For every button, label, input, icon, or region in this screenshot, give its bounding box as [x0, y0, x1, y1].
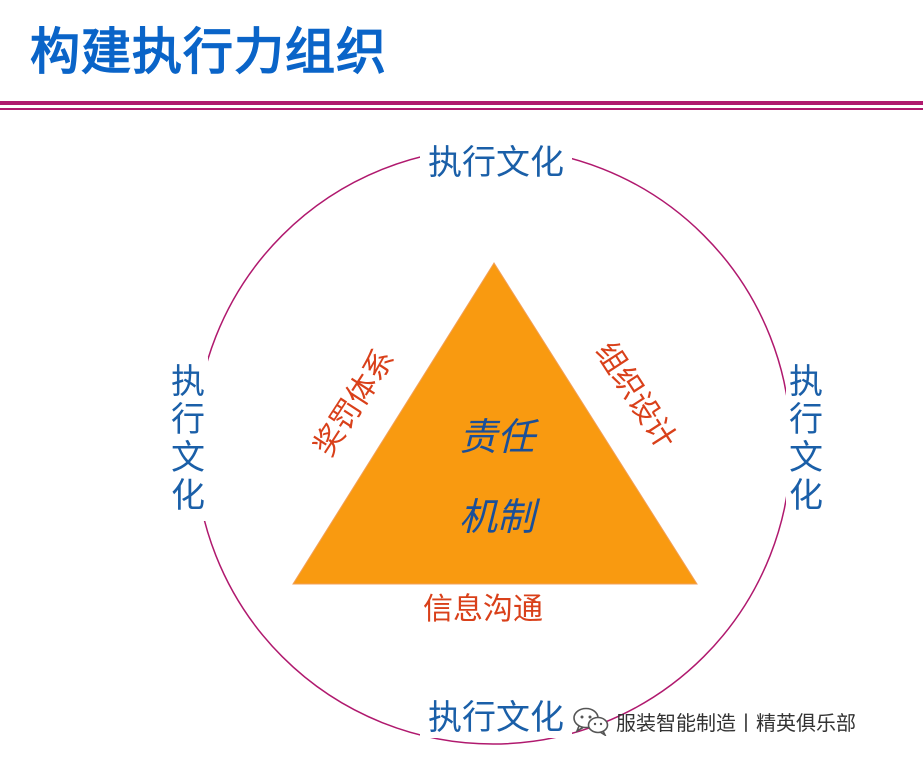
culture-label-left: 执 行 文 化: [168, 357, 208, 521]
culture-char: 化: [171, 476, 205, 516]
culture-char: 执: [171, 362, 205, 402]
watermark-text: 服装智能制造丨精英俱乐部: [616, 710, 856, 735]
culture-char: 执: [789, 362, 823, 402]
side-label-communication: 信息沟通: [423, 592, 543, 627]
culture-label-bottom: 执行文化: [420, 698, 572, 738]
title-divider-bottom: [0, 108, 923, 110]
responsibility-triangle: [292, 262, 698, 585]
core-label-line1: 责任: [459, 415, 536, 459]
core-label-line2: 机制: [459, 495, 536, 539]
culture-char: 文: [789, 438, 823, 478]
slide-title: 构建执行力组织: [30, 23, 387, 81]
culture-char: 文: [171, 438, 205, 478]
culture-label-right: 执 行 文 化: [786, 357, 826, 521]
title-divider-top: [0, 101, 923, 105]
culture-label-top: 执行文化: [420, 143, 572, 183]
culture-char: 行: [171, 400, 205, 440]
wechat-chat-icon: [573, 707, 609, 736]
watermark: 服装智能制造丨精英俱乐部: [572, 706, 856, 736]
culture-char: 行: [789, 400, 823, 440]
culture-char: 化: [789, 476, 823, 516]
